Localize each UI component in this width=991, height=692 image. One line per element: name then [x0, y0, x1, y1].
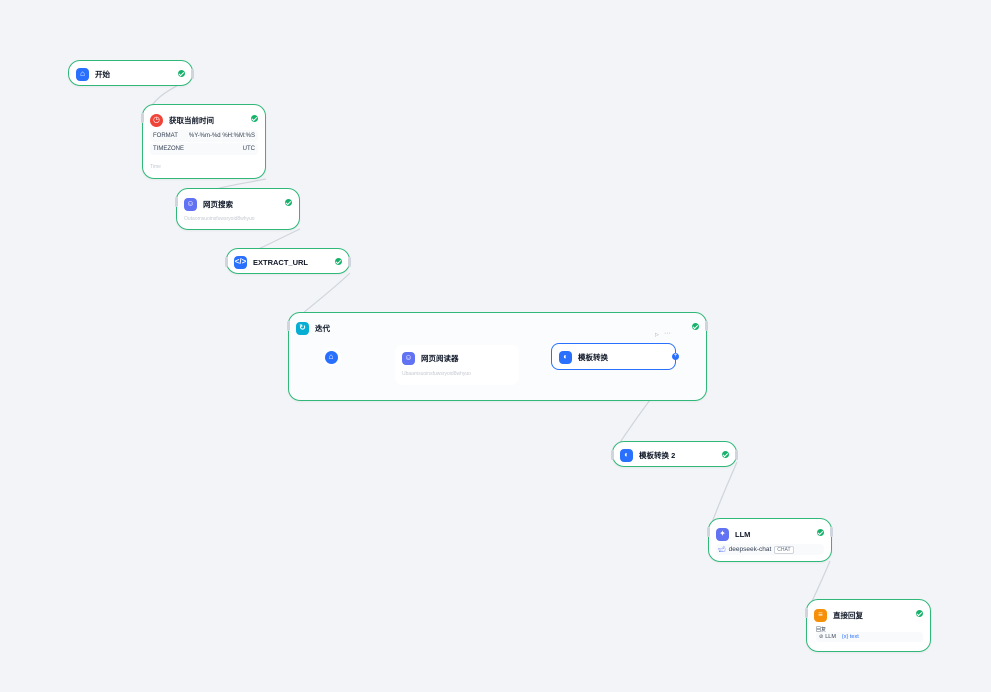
- node-subtitle: Outaomsuoinsfuwsryoid8whyuo: [184, 216, 255, 222]
- output-handle[interactable]: [705, 321, 708, 331]
- success-check-icon: [916, 610, 923, 617]
- add-node-button[interactable]: +: [672, 353, 679, 360]
- template-node[interactable]: ◐ 模板转换 +: [551, 343, 679, 370]
- answer-label: 回复: [816, 627, 827, 633]
- model-badge: CHAT: [774, 545, 794, 554]
- start-node[interactable]: ⌂ 开始: [68, 60, 194, 86]
- llm-node-icon: ⊘: [819, 634, 824, 640]
- extract-url-node[interactable]: </> EXTRACT_URL: [225, 248, 351, 274]
- home-icon: ⌂: [76, 67, 89, 81]
- success-check-icon: [178, 70, 185, 77]
- reply-icon: ≡: [814, 608, 827, 622]
- input-handle[interactable]: [287, 321, 290, 331]
- node-footer: Time: [150, 164, 161, 170]
- template-icon: ◐: [620, 448, 633, 462]
- template2-node[interactable]: ◐ 模板转换 2: [611, 441, 738, 467]
- answer-node[interactable]: ≡ 直接回复 回复 ⊘ LLM {x} text: [805, 599, 931, 652]
- success-check-icon: [251, 115, 258, 122]
- robot-icon: ☺: [184, 197, 197, 211]
- home-icon: ⌂: [324, 350, 338, 364]
- param-key: TIMEZONE: [153, 146, 184, 152]
- output-handle[interactable]: [348, 257, 351, 267]
- template-icon: ◐: [559, 350, 572, 364]
- param-row-timezone: TIMEZONE UTC: [150, 143, 258, 155]
- success-check-icon: [692, 323, 699, 330]
- param-row-format: FORMAT %Y-%m-%d %H:%M:%S: [150, 130, 258, 142]
- iteration-start-node[interactable]: ⌂: [321, 347, 341, 367]
- start-node-title: 开始: [95, 69, 110, 79]
- answer-variable: ⊘ LLM {x} text: [816, 632, 923, 642]
- deepseek-logo-icon: 🐋︎: [718, 547, 726, 553]
- input-handle[interactable]: [175, 197, 178, 207]
- template2-node-title: 模板转换 2: [639, 450, 676, 460]
- node-subtitle: Ubaamsuoinsfuwsryoid8whyuo: [402, 371, 471, 377]
- extract-url-node-title: EXTRACT_URL: [253, 257, 309, 267]
- success-check-icon: [722, 451, 729, 458]
- llm-node-title: LLM: [735, 529, 751, 539]
- input-handle[interactable]: [611, 450, 614, 460]
- web-search-node[interactable]: ☺ 网页搜索 Outaomsuoinsfuwsryoid8whyuo: [175, 188, 300, 230]
- web-reader-node[interactable]: ☺ 网页阅读器 Ubaamsuoinsfuwsryoid8whyuo: [395, 345, 519, 385]
- get-time-node[interactable]: ◷ 获取当前时间 FORMAT %Y-%m-%d %H:%M:%S TIMEZO…: [141, 104, 266, 179]
- more-icon[interactable]: ···: [664, 330, 671, 337]
- web-reader-node-title: 网页阅读器: [421, 353, 459, 363]
- output-handle[interactable]: [830, 527, 833, 537]
- answer-node-title: 直接回复: [833, 610, 863, 620]
- model-name: deepseek-chat: [728, 546, 772, 553]
- param-value: UTC: [242, 146, 255, 152]
- web-search-node-title: 网页搜索: [203, 199, 233, 209]
- variable-name: {x} text: [841, 634, 859, 640]
- robot-icon: ☺: [402, 351, 415, 365]
- success-check-icon: [285, 199, 292, 206]
- model-selector[interactable]: 🐋︎ deepseek-chat CHAT: [716, 544, 824, 555]
- input-handle[interactable]: [707, 527, 710, 537]
- input-handle[interactable]: [225, 257, 228, 267]
- template-node-title: 模板转换: [578, 352, 608, 362]
- llm-node[interactable]: ✦ LLM 🐋︎ deepseek-chat CHAT: [707, 518, 833, 562]
- success-check-icon: [817, 529, 824, 536]
- clock-icon: ◷: [150, 113, 163, 127]
- output-handle[interactable]: [735, 450, 738, 460]
- run-icon[interactable]: ▷: [655, 332, 659, 338]
- variable-node: LLM: [825, 634, 836, 640]
- output-handle[interactable]: [191, 69, 194, 79]
- iteration-node-title: 迭代: [315, 323, 330, 333]
- iteration-node[interactable]: ↻ 迭代 ⌂ ☺ 网页阅读器 Ubaamsuoinsfuwsryoid8whyu…: [287, 312, 708, 401]
- param-key: FORMAT: [153, 133, 178, 139]
- success-check-icon: [335, 258, 342, 265]
- input-handle[interactable]: [805, 608, 808, 618]
- code-icon: </>: [234, 255, 247, 269]
- loop-icon: ↻: [296, 321, 309, 335]
- brain-icon: ✦: [716, 527, 729, 541]
- param-value: %Y-%m-%d %H:%M:%S: [188, 133, 255, 139]
- input-handle[interactable]: [141, 113, 144, 123]
- get-time-node-title: 获取当前时间: [169, 115, 214, 125]
